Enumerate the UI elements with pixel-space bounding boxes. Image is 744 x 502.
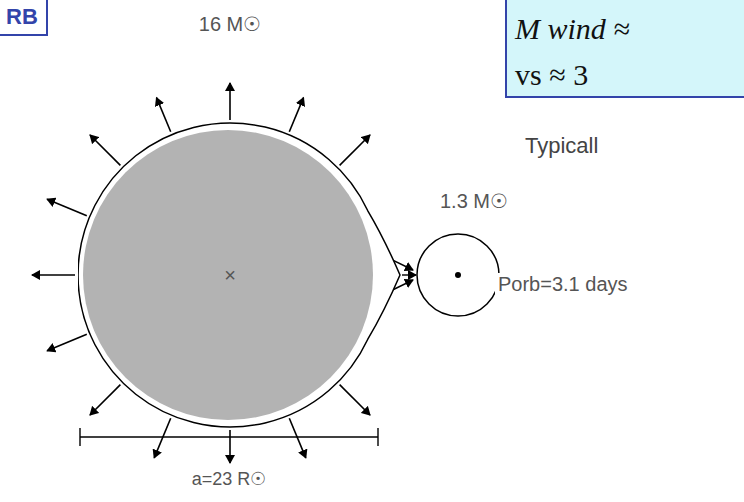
wind-arrow — [340, 135, 370, 165]
donor-star: 16 M☉× — [78, 122, 402, 428]
node-text: vs ≈ 3 — [515, 58, 588, 92]
node-text: M wind ≈ — [515, 12, 630, 46]
wind-arrow — [157, 98, 171, 132]
title-box: RB — [0, 0, 48, 36]
compact-star: 1.3 M☉ — [416, 233, 500, 317]
wind-arrow — [90, 385, 120, 415]
node-text: × — [224, 264, 236, 287]
star-outline — [78, 122, 402, 428]
node-text: 16 M☉ — [199, 12, 261, 36]
node-text: 1.3 M☉ — [440, 189, 508, 213]
star-outline — [416, 233, 500, 317]
formula-box: M wind ≈ vs ≈ 3 — [505, 0, 744, 98]
wind-arrow — [154, 418, 171, 458]
dimension-line — [80, 428, 378, 446]
period-label: Porb=3.1 days — [495, 273, 631, 296]
node-text: RB — [6, 4, 38, 30]
wind-arrow — [47, 334, 87, 351]
wind-arrow — [229, 83, 231, 120]
wind-arrow — [229, 430, 231, 463]
wind-arrow — [32, 274, 75, 276]
wind-arrow — [340, 385, 370, 415]
wind-arrow — [90, 135, 120, 165]
wind-arrow — [289, 98, 303, 132]
mass-transfer-arrow — [402, 274, 416, 275]
separation-label: a=23 R☉ — [189, 468, 270, 490]
wind-arrow — [47, 199, 87, 216]
wind-arrow — [289, 418, 306, 458]
note-text: Typicall — [522, 133, 601, 159]
